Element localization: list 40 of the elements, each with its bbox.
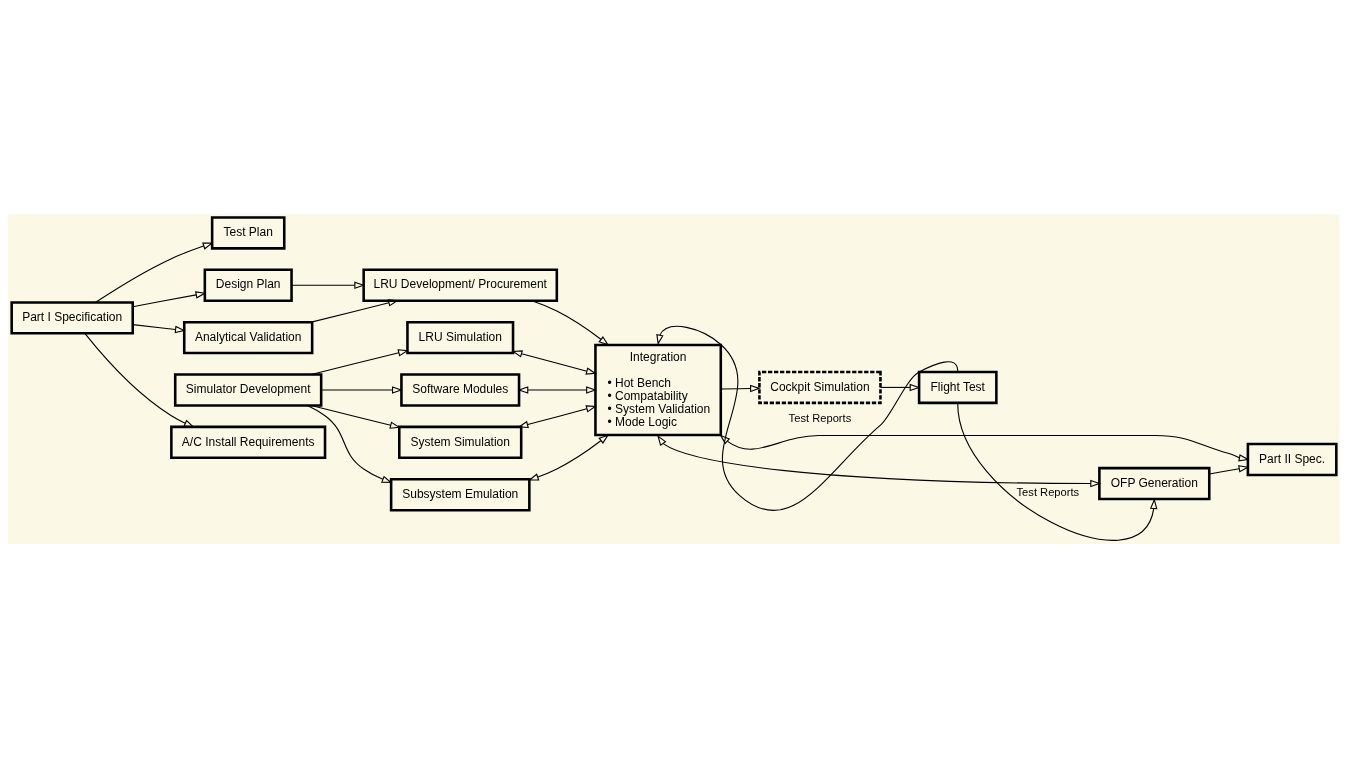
node-box: Integration • Hot Bench • Compatability • System Validation • Mode Logic xyxy=(594,343,723,437)
node-box: Part II Spec. xyxy=(1246,442,1338,477)
node-box: Software Modules xyxy=(400,373,521,407)
node-box: Part I Specification xyxy=(10,301,134,335)
node-box: Subsystem Emulation xyxy=(389,477,531,512)
node-box: System Simulation xyxy=(398,425,523,460)
arrow xyxy=(957,403,1158,541)
node-box: LRU Simulation xyxy=(406,320,515,355)
arrow xyxy=(291,281,366,290)
edge-label: Test Reports xyxy=(788,412,852,425)
arrow xyxy=(879,383,921,392)
arrow xyxy=(84,333,195,428)
arrow xyxy=(656,325,959,512)
arrow xyxy=(527,434,610,481)
node-box: A/C Install Requirements xyxy=(170,425,327,460)
arrow xyxy=(517,405,597,429)
arrow xyxy=(531,300,610,346)
arrow xyxy=(132,324,186,334)
arrow xyxy=(320,386,403,394)
node-box: LRU Development/ Procurement xyxy=(362,268,559,302)
arrow xyxy=(95,242,214,303)
node-box: Analytical Validation xyxy=(182,320,314,355)
edge-label: Test Reports xyxy=(1016,485,1080,498)
arrow xyxy=(719,434,1250,462)
node-box: OFP Generation xyxy=(1098,466,1211,501)
arrow xyxy=(310,299,399,323)
arrow xyxy=(1208,465,1250,475)
node-box: Design Plan xyxy=(203,268,293,302)
arrow xyxy=(517,386,597,394)
node-box: Flight Test xyxy=(917,370,998,405)
arrow xyxy=(310,349,409,376)
arrow xyxy=(511,350,597,375)
arrow xyxy=(310,404,401,429)
arrow xyxy=(657,434,1102,488)
arrow xyxy=(132,291,207,308)
node-box: Simulator Development xyxy=(173,373,323,407)
arrow xyxy=(720,384,761,393)
arrow xyxy=(306,404,393,484)
node-box: Cockpit Simulation xyxy=(758,370,882,405)
node-box: Test Plan xyxy=(210,216,286,250)
